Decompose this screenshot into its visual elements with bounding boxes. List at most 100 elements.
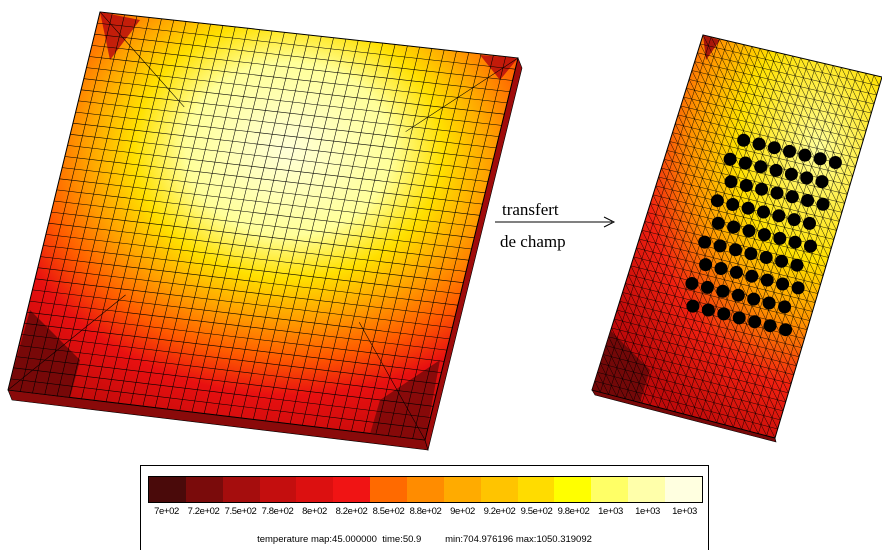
hole [701, 303, 715, 317]
hole [731, 288, 745, 302]
legend-swatches [148, 476, 703, 503]
hole [770, 186, 784, 200]
hole [816, 197, 830, 211]
hole [729, 265, 743, 279]
hole [747, 292, 761, 306]
legend-swatch [554, 477, 592, 502]
left-mesh-block [7, 11, 523, 452]
hole [772, 209, 786, 223]
hole [759, 251, 773, 264]
hole [727, 220, 741, 234]
hole [723, 152, 737, 166]
legend-tick-label: 7.5e+02 [224, 506, 257, 517]
hole [775, 254, 789, 268]
hole [699, 258, 713, 272]
hole [754, 160, 768, 174]
hole [760, 273, 774, 287]
legend-tick-label: 7.2e+02 [187, 506, 220, 517]
hole [686, 299, 700, 313]
legend-swatch [370, 477, 408, 502]
hole [752, 137, 766, 151]
hole [716, 284, 730, 298]
color-legend: 7e+02 7.2e+02 7.5e+02 7.8e+02 8e+02 8.2e+02 8.… [140, 465, 709, 550]
hole [739, 179, 753, 192]
hole [785, 190, 799, 204]
legend-swatch [628, 477, 666, 502]
hole [800, 171, 814, 185]
hole [803, 216, 816, 230]
hole [769, 163, 783, 177]
hole [815, 175, 829, 189]
hole [783, 144, 796, 158]
legend-swatch [407, 477, 444, 502]
legend-swatch [665, 477, 702, 502]
legend-tick-label: 7e+02 [154, 506, 179, 517]
hole [773, 231, 787, 245]
hole [787, 213, 801, 227]
hole [778, 300, 792, 314]
arrow-label-de-champ: de champ [500, 232, 566, 251]
hole [763, 319, 777, 333]
legend-tick-label: 8.2e+02 [335, 506, 368, 517]
legend-swatch [296, 477, 334, 502]
hole [801, 194, 815, 207]
hole [700, 280, 714, 294]
legend-caption: temperature map:45.000000 time:50.9 min:… [257, 534, 592, 545]
legend-swatch [480, 477, 518, 502]
hole [714, 262, 728, 275]
hole [798, 148, 812, 162]
hole [741, 201, 755, 215]
hole [804, 239, 817, 253]
hole [828, 156, 842, 169]
hole [717, 307, 731, 321]
arrow-label-transfert: transfert [502, 200, 559, 219]
hole [748, 315, 762, 329]
legend-swatch [443, 477, 481, 502]
legend-tick-label: 1e+03 [635, 506, 660, 517]
hole [724, 175, 738, 189]
legend-tick-label: 7.8e+02 [261, 506, 294, 517]
right-mesh-block [591, 34, 882, 443]
legend-tick-label: 8e+02 [302, 506, 327, 517]
hole [784, 167, 798, 181]
legend-tick-label: 8.5e+02 [372, 506, 405, 517]
legend-swatch [591, 477, 629, 502]
hole [813, 152, 827, 166]
legend-tick-label: 9e+02 [450, 506, 475, 517]
hole [729, 243, 742, 257]
hole [726, 198, 740, 211]
hole [757, 228, 771, 242]
hole [711, 216, 725, 230]
legend-swatch [517, 477, 555, 502]
legend-tick-label: 9.2e+02 [483, 506, 516, 517]
legend-swatch [222, 477, 260, 502]
legend-swatch [333, 477, 371, 502]
legend-tick-label: 8.8e+02 [409, 506, 442, 517]
hole [710, 194, 724, 208]
hole [790, 258, 804, 272]
hole [776, 277, 790, 291]
transfer-arrow [495, 216, 616, 228]
hole [779, 323, 793, 337]
hole-pattern [685, 133, 842, 337]
hole [732, 311, 746, 325]
hole [738, 156, 752, 170]
hole [698, 235, 712, 249]
hole [685, 277, 699, 290]
hole [762, 296, 776, 310]
legend-swatch [185, 477, 223, 502]
legend-tick-label: 1e+03 [598, 506, 623, 517]
hole [788, 235, 802, 249]
legend-swatch [149, 477, 186, 502]
hole [713, 239, 727, 253]
hole [737, 133, 751, 147]
hole [742, 224, 756, 238]
hole [791, 281, 805, 295]
left-quad-grid [8, 12, 518, 440]
legend-tick-label: 9.5e+02 [520, 506, 553, 517]
hole [757, 205, 770, 219]
hole [745, 269, 759, 283]
legend-tick-label: 1e+03 [672, 506, 697, 517]
legend-tick-label: 9.8e+02 [557, 506, 590, 517]
